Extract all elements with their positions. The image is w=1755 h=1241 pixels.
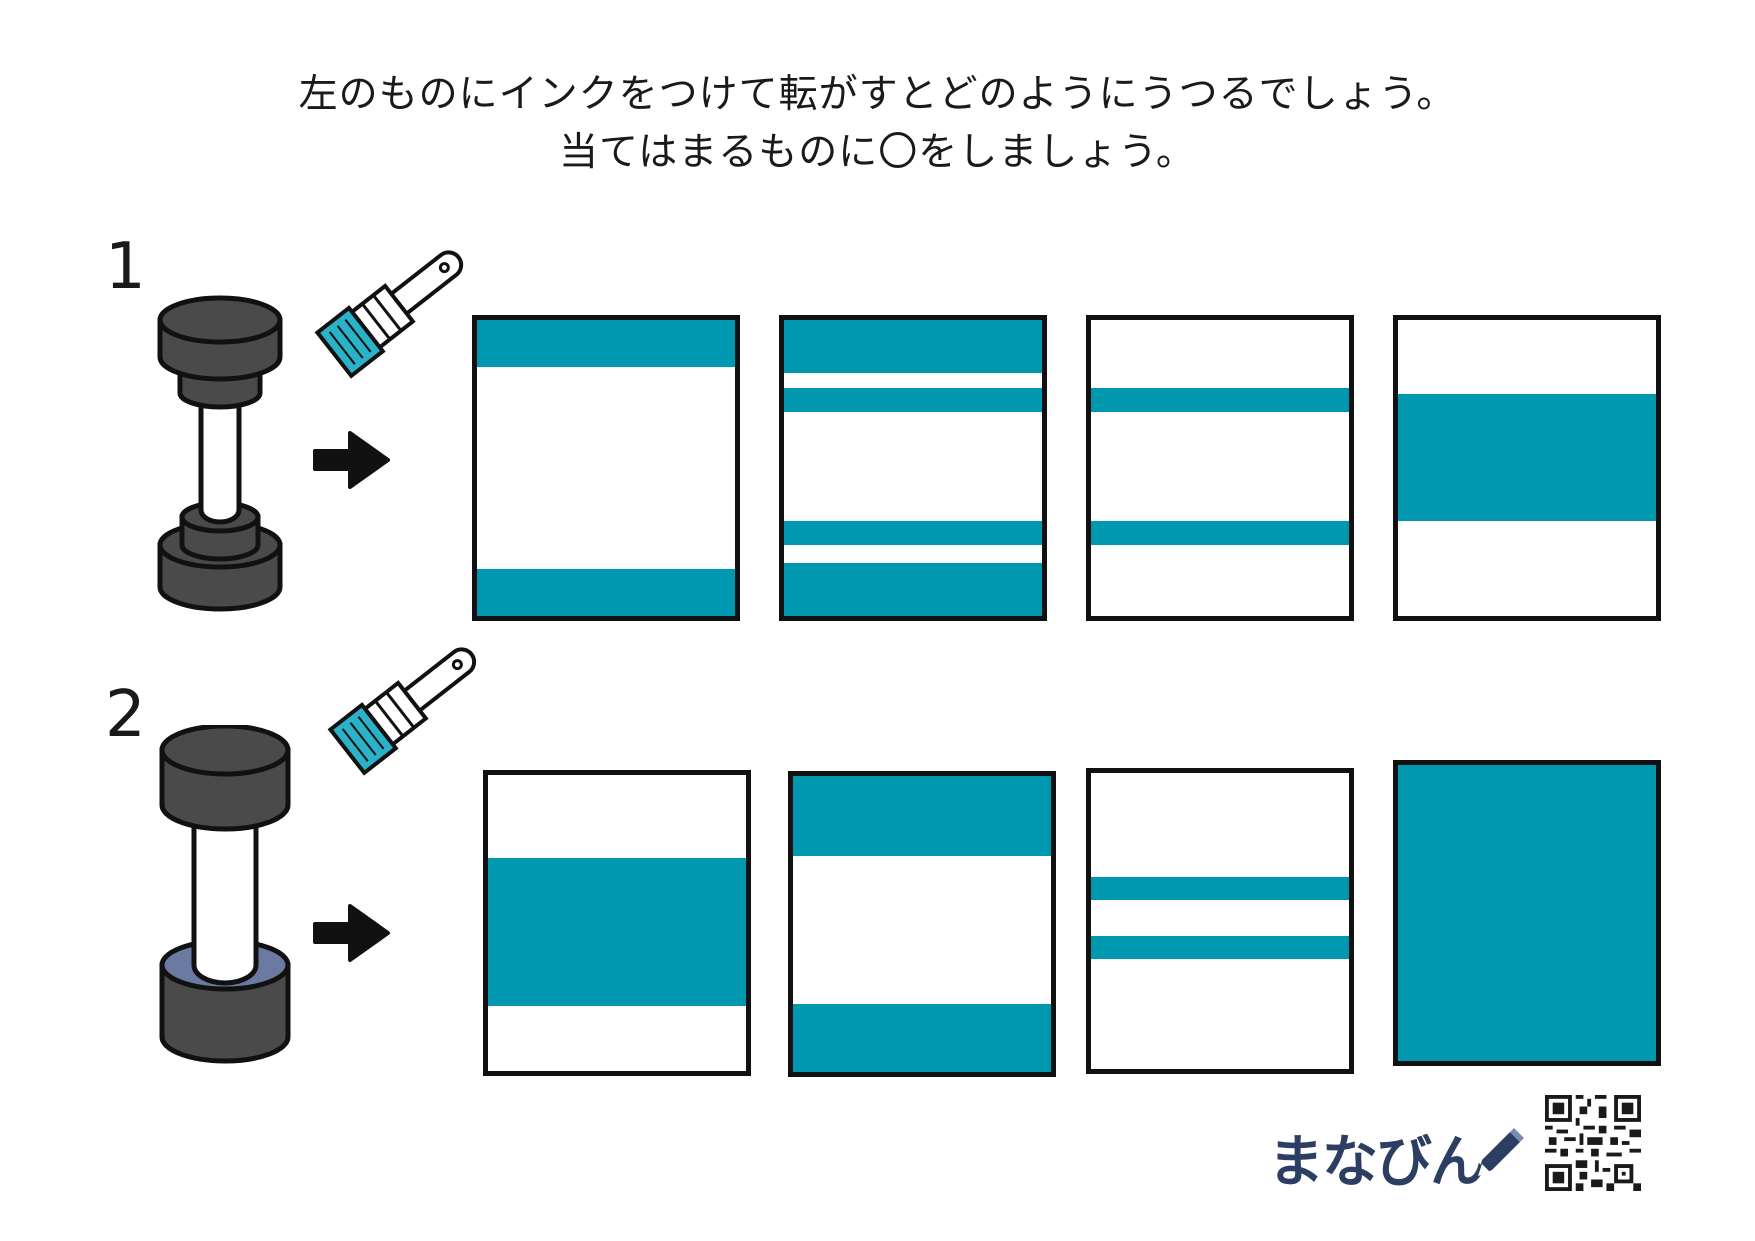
choice-1-1[interactable] bbox=[472, 315, 740, 621]
choice-2-1[interactable] bbox=[483, 770, 751, 1076]
ink-stripe bbox=[1091, 521, 1349, 545]
brand-logo: まなびん bbox=[1268, 1130, 1486, 1195]
ink-stripe bbox=[1398, 765, 1656, 1061]
qr-code[interactable] bbox=[1545, 1095, 1641, 1191]
choice-2-4[interactable] bbox=[1393, 760, 1661, 1066]
ink-stripe bbox=[477, 320, 735, 368]
ink-stripe bbox=[793, 776, 1051, 856]
ink-stripe bbox=[784, 320, 1042, 374]
ink-stripe bbox=[1091, 935, 1349, 960]
paintbrush-icon bbox=[314, 250, 464, 379]
ink-stripe bbox=[1398, 394, 1656, 522]
roller-object-2 bbox=[159, 725, 291, 1064]
ink-stripe bbox=[793, 1003, 1051, 1072]
question-2-number: 2 bbox=[105, 678, 146, 752]
choice-1-4[interactable] bbox=[1393, 315, 1661, 621]
instruction-line-2: 当てはまるものに〇をしましょう。 bbox=[559, 130, 1196, 175]
ink-stripe bbox=[784, 388, 1042, 412]
ink-stripe bbox=[784, 562, 1042, 616]
choice-2-2[interactable] bbox=[788, 771, 1056, 1077]
ink-stripe bbox=[488, 857, 746, 1006]
ink-stripe bbox=[477, 568, 735, 616]
question-1-number: 1 bbox=[105, 230, 146, 304]
instruction-line-1: 左のものにインクをつけて転がすとどのようにうつるでしょう。 bbox=[298, 72, 1457, 117]
choice-1-3[interactable] bbox=[1086, 315, 1354, 621]
paintbrush-icon bbox=[327, 647, 477, 776]
instructions: 左のものにインクをつけて転がすとどのようにうつるでしょう。 当てはまるものに〇を… bbox=[0, 66, 1755, 182]
choice-2-3[interactable] bbox=[1086, 768, 1354, 1074]
right-arrow-icon bbox=[313, 431, 390, 489]
right-arrow-icon bbox=[313, 904, 390, 962]
ink-stripe bbox=[784, 521, 1042, 545]
roller-object-1 bbox=[157, 295, 283, 612]
ink-stripe bbox=[1091, 388, 1349, 412]
pencil-icon bbox=[1478, 1128, 1524, 1176]
choice-1-2[interactable] bbox=[779, 315, 1047, 621]
ink-stripe bbox=[1091, 876, 1349, 901]
